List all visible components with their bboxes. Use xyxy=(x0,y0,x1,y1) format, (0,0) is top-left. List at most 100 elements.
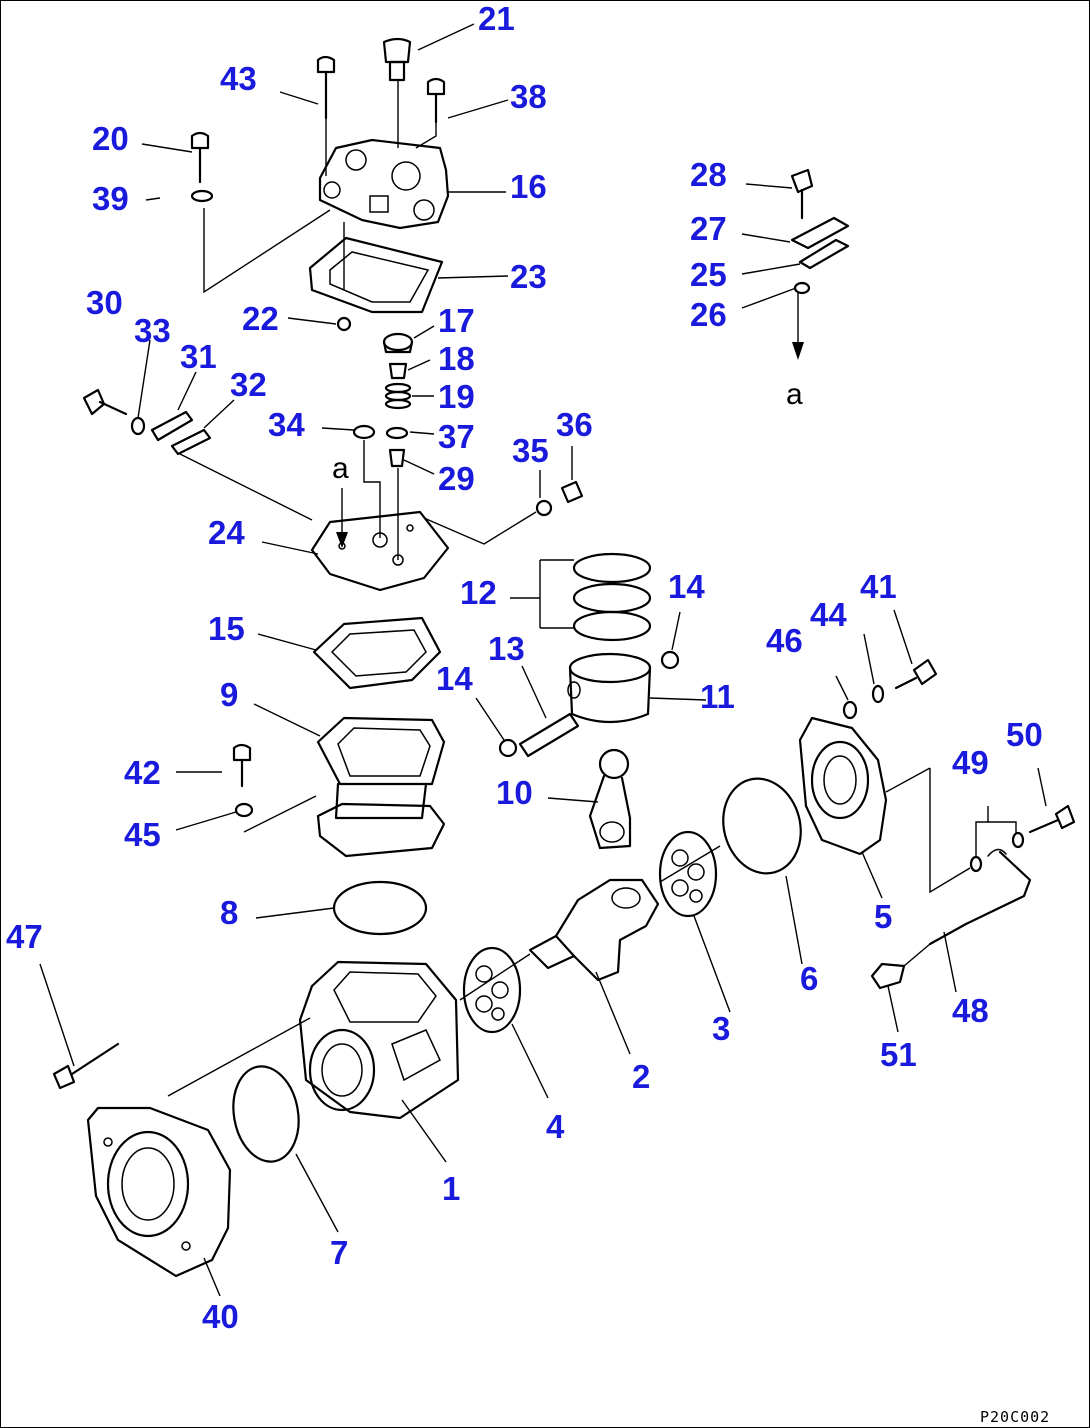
label-51: 51 xyxy=(880,1036,917,1073)
label-46: 46 xyxy=(766,622,803,659)
part-16-cylinder-head xyxy=(318,138,450,230)
part-23-gasket xyxy=(308,236,444,314)
label-22: 22 xyxy=(242,300,279,337)
label-24: 24 xyxy=(208,514,245,551)
part-46 xyxy=(842,700,858,720)
part-37 xyxy=(385,426,409,440)
label-50: 50 xyxy=(1006,716,1043,753)
part-38-bolt xyxy=(426,77,446,124)
part-31 xyxy=(150,410,194,442)
label-38: 38 xyxy=(510,78,547,115)
label-10: 10 xyxy=(496,774,533,811)
drawing-code: P20C002 xyxy=(980,1408,1050,1426)
label-37: 37 xyxy=(438,418,475,455)
label-4: 4 xyxy=(546,1108,565,1145)
part-13-pin xyxy=(518,712,580,758)
label-2: 2 xyxy=(632,1058,650,1095)
label-13: 13 xyxy=(488,630,525,667)
part-47-bolt xyxy=(52,1042,120,1090)
part-45-washer xyxy=(234,802,254,818)
label-12: 12 xyxy=(460,574,497,611)
part-44 xyxy=(871,684,885,704)
label-14-top: 14 xyxy=(668,568,705,605)
label-20: 20 xyxy=(92,120,129,157)
label-25: 25 xyxy=(690,256,727,293)
part-12-rings xyxy=(572,552,652,642)
part-18 xyxy=(388,362,408,380)
part-3-bearing xyxy=(658,830,718,918)
label-48: 48 xyxy=(952,992,989,1029)
part-7-o-ring xyxy=(232,1065,300,1163)
label-23: 23 xyxy=(510,258,547,295)
part-5-cover xyxy=(798,716,888,856)
label-41: 41 xyxy=(860,568,897,605)
part-11-piston xyxy=(567,652,652,724)
part-21-plug xyxy=(382,37,412,82)
part-24-valve-plate xyxy=(310,510,450,592)
label-14-bottom: 14 xyxy=(436,660,473,697)
label-18: 18 xyxy=(438,340,475,377)
label-6: 6 xyxy=(800,960,818,997)
label-8: 8 xyxy=(220,894,238,931)
part-26 xyxy=(793,281,811,295)
part-48-pipe xyxy=(928,848,1032,946)
part-49a xyxy=(1011,831,1025,849)
part-2-crankshaft xyxy=(528,878,660,982)
label-34: 34 xyxy=(268,406,305,443)
label-21: 21 xyxy=(478,0,515,37)
part-33 xyxy=(130,416,146,436)
label-47: 47 xyxy=(6,918,43,955)
label-43: 43 xyxy=(220,60,257,97)
label-3: 3 xyxy=(712,1010,730,1047)
part-39-washer xyxy=(190,189,214,203)
label-33: 33 xyxy=(134,312,171,349)
label-42: 42 xyxy=(124,754,161,791)
leader-lines xyxy=(39,23,1047,1297)
part-41-bolt xyxy=(894,658,938,690)
label-1: 1 xyxy=(442,1170,460,1207)
part-27 xyxy=(790,216,850,250)
part-43-bolt xyxy=(316,55,336,120)
label-32: 32 xyxy=(230,366,267,403)
label-39: 39 xyxy=(92,180,129,217)
label-36: 36 xyxy=(556,406,593,443)
part-22 xyxy=(336,316,352,332)
part-9-cylinder xyxy=(316,716,446,858)
part-15-gasket xyxy=(312,616,442,690)
part-34 xyxy=(352,424,376,440)
part-40-cover xyxy=(86,1106,232,1278)
label-11: 11 xyxy=(700,678,735,715)
part-8-o-ring xyxy=(332,880,428,936)
part-14b xyxy=(498,738,518,758)
part-25 xyxy=(798,238,850,270)
label-5: 5 xyxy=(874,898,892,935)
ref-a-mid: a xyxy=(332,452,349,485)
ref-a-top: a xyxy=(786,378,803,411)
label-45: 45 xyxy=(124,816,161,853)
part-10-con-rod xyxy=(588,748,632,850)
part-35 xyxy=(535,499,553,517)
part-17 xyxy=(382,332,414,354)
label-7: 7 xyxy=(330,1234,348,1271)
part-36 xyxy=(560,480,584,504)
label-40: 40 xyxy=(202,1298,239,1335)
part-20-bolt xyxy=(190,131,210,184)
label-9: 9 xyxy=(220,676,238,713)
part-32 xyxy=(170,428,212,456)
part-30-bolt xyxy=(82,388,128,416)
part-29 xyxy=(388,448,406,468)
part-42-bolt xyxy=(232,743,252,788)
label-29: 29 xyxy=(438,460,475,497)
part-28-bolt xyxy=(790,168,814,220)
label-28: 28 xyxy=(690,156,727,193)
label-16: 16 xyxy=(510,168,547,205)
label-15: 15 xyxy=(208,610,245,647)
callout-labels: 21 43 38 20 39 16 28 27 23 25 26 30 22 1… xyxy=(6,0,1050,1426)
part-6-o-ring xyxy=(722,777,802,875)
label-31: 31 xyxy=(180,338,217,375)
label-30: 30 xyxy=(86,284,123,321)
part-4-bearing xyxy=(462,946,522,1034)
label-17: 17 xyxy=(438,302,475,339)
